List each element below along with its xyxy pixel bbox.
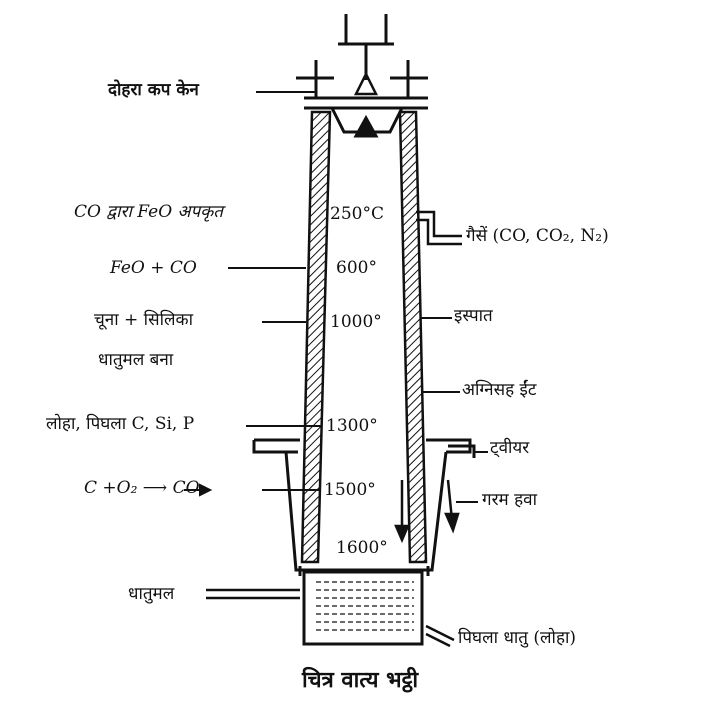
temp-1500: 1500° [324,480,376,500]
label-co-reduction: CO द्वारा FeO अपकृत [74,202,223,222]
temp-1600: 1600° [336,538,388,558]
label-gases: गैसें (CO, CO₂, N₂) [466,226,609,246]
temp-1000: 1000° [330,312,382,332]
cup-cone-assembly [296,14,428,138]
label-slag-formed: धातुमल बना [98,350,174,370]
label-cup-cone: दोहरा कप केन [108,80,199,100]
label-steel: इस्पात [454,306,493,326]
temp-1300: 1300° [326,416,378,436]
furnace-walls [300,110,428,564]
label-iron-molten: लोहा, पिघला C, Si, P [46,414,195,434]
label-feo-co: FeO + CO [110,258,197,278]
tuyere [448,444,476,458]
label-lime-silica: चूना + सिलिका [94,310,193,330]
label-hot-air: गरम हवा [482,490,537,510]
figure-caption: चित्र वात्य भट्ठी [301,667,419,693]
temp-250: 250°C [330,204,384,224]
hearth [206,570,455,648]
gas-outlet-pipe [416,210,462,246]
label-firebrick: अग्निसह ईंट [462,380,537,400]
leader-lines-right [420,317,488,503]
leader-lines-left [184,91,322,497]
label-slag: धातुमल [128,584,175,604]
temp-600: 600° [336,258,377,278]
label-c-o2-co2: C +O₂ ⟶ CO₂ [84,478,207,498]
hot-air-arrows [394,479,460,544]
label-tuyere: ट्वीयर [490,438,530,458]
label-molten-metal: पिघला धातु (लोहा) [458,628,577,648]
